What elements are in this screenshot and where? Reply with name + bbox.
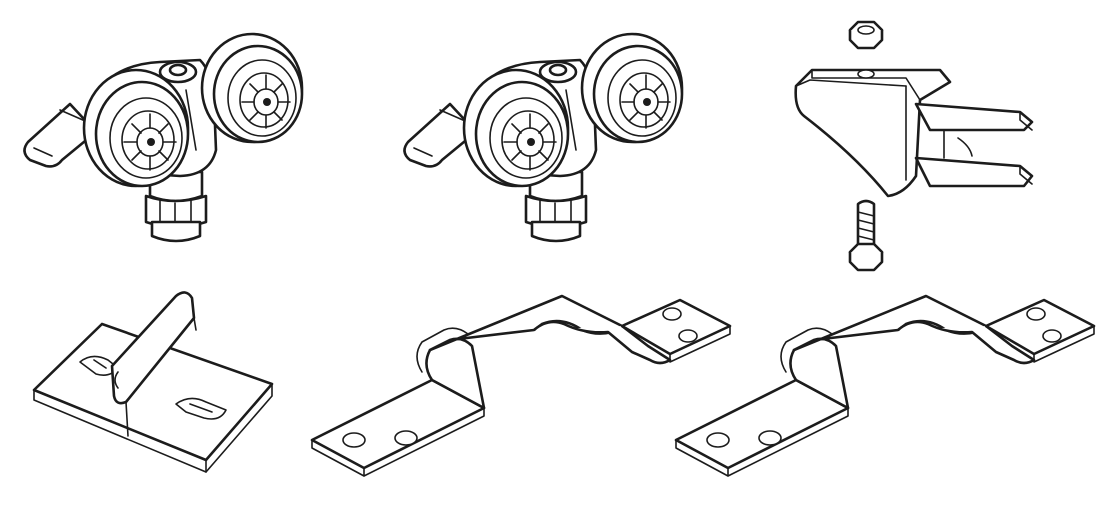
floor-guide [32,291,274,473]
bolt-icon [848,199,884,272]
nut-icon [848,20,884,50]
door-bracket-assembly [794,20,1034,272]
roller-trolley-2 [403,32,684,243]
roller-trolley-1 [23,32,304,243]
z-mounting-plate-2 [674,294,1096,478]
z-mounting-plate-1 [310,294,732,478]
